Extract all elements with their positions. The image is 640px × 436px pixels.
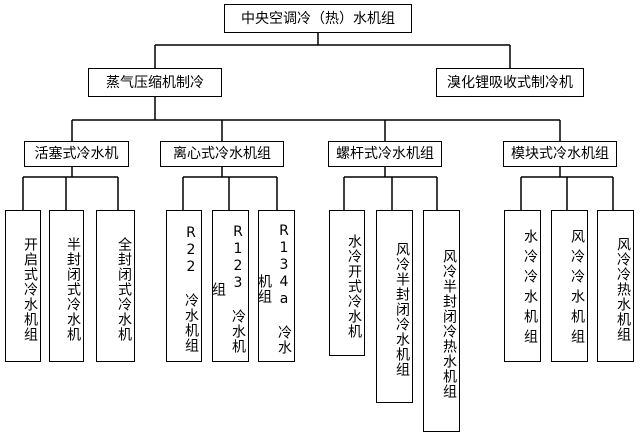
node-screw: 螺杆式冷水机组	[328, 141, 442, 167]
leaf-hermetic: 全封闭式冷水机	[96, 210, 135, 362]
node-centrifugal: 离心式冷水机组	[160, 141, 284, 167]
leaf-air-cooled-semi-hermetic: 风冷半封闭冷水机组	[376, 210, 413, 403]
leaf-semi-hermetic: 半封闭式冷水机	[49, 210, 84, 362]
node-vapor-compression: 蒸气压缩机制冷	[88, 68, 222, 97]
leaf-r134a: R134a 冷水机组	[256, 210, 295, 362]
leaf-air-cooled: 风冷冷水机组	[551, 210, 588, 362]
leaf-open-type: 开启式冷水机组	[5, 210, 41, 362]
node-modular: 模块式冷水机组	[503, 141, 617, 167]
leaf-r22: R22 冷水机组	[166, 210, 202, 362]
leaf-r123: R123 冷水机组	[210, 210, 249, 362]
leaf-air-cooled-heat-pump: 风冷冷热水机组	[597, 210, 634, 362]
leaf-water-cooled-open: 水冷开式冷水机	[329, 210, 365, 356]
leaf-air-cooled-semi-hermetic-heat: 风冷半封闭冷热水机组	[423, 210, 460, 432]
root-node: 中央空调冷（热）水机组	[224, 4, 412, 33]
leaf-water-cooled: 水冷冷水机组	[504, 210, 541, 362]
node-absorption: 溴化锂吸收式制冷机	[436, 68, 584, 97]
node-reciprocating: 活塞式冷水机	[24, 141, 129, 167]
